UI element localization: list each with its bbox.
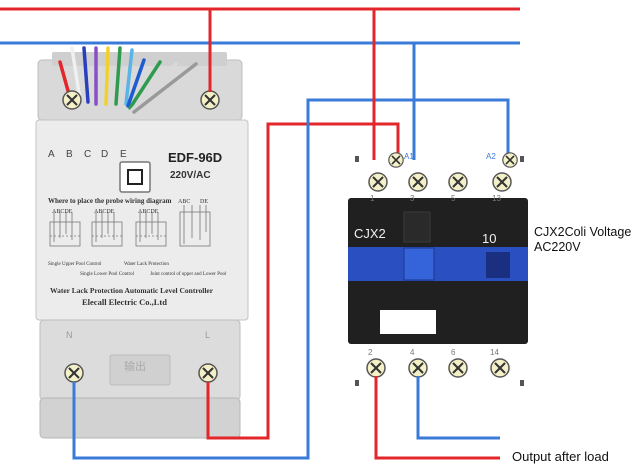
contactor-model: CJX2 — [354, 226, 386, 241]
terminal-number-4: 4 — [410, 348, 415, 357]
probe-heading: Where to place the probe wiring diagram — [48, 197, 172, 205]
controller-neutral-wire — [72, 98, 510, 460]
controller-screw-bottom-l — [198, 363, 218, 383]
mode-single-upper: Single Upper Pool Control — [48, 262, 102, 267]
coil-voltage-label-line1: CJX2Coli Voltage — [534, 225, 632, 239]
controller-screw-top-left — [62, 90, 82, 110]
coil-a1-screw — [388, 152, 405, 168]
terminal-number-1: 1 — [370, 194, 375, 203]
controller-screw-top-right — [200, 90, 220, 110]
output-blue-wire — [416, 376, 500, 440]
coil-a1-label: A1 — [404, 152, 414, 161]
coil-a2-label: A2 — [486, 152, 496, 161]
controller-company: Elecall Electric Co.,Ltd — [82, 297, 167, 307]
contactor-terminal-5 — [448, 172, 468, 192]
terminal-number-6: 6 — [451, 348, 456, 357]
probe-letters-1: ABCDE — [52, 209, 73, 215]
contactor-terminal-6 — [448, 358, 468, 378]
output-after-load-label: Output after load — [512, 449, 609, 464]
probe-letters-5: DE — [200, 199, 208, 205]
controller-title: Water Lack Protection Automatic Level Co… — [50, 286, 214, 295]
terminal-letter-b: B — [66, 149, 73, 160]
contactor-terminal-2 — [366, 358, 386, 378]
output-red-wire — [374, 376, 500, 460]
probe-letters-4: ABC — [178, 199, 191, 205]
controller-output-wire — [206, 122, 400, 440]
controller-output-label: 输出 — [124, 361, 146, 373]
terminal-letter-a: A — [48, 149, 55, 160]
controller-label-l: L — [205, 330, 211, 340]
terminal-letter-e: E — [120, 149, 127, 160]
controller-model: EDF-96D — [168, 150, 223, 165]
coil-voltage-label-line2: AC220V — [534, 240, 581, 254]
level-controller-body — [35, 52, 249, 439]
terminal-number-5: 5 — [451, 194, 456, 203]
contactor-rating: 10 — [482, 231, 497, 246]
mode-joint-control: Joint control of upper and Lower Pool — [150, 272, 227, 277]
contactor-terminal-4 — [408, 358, 428, 378]
probe-letters-2: ABCDE — [94, 209, 115, 215]
terminal-letter-d: D — [101, 149, 109, 160]
probe-letters-3: ABCDE — [138, 209, 159, 215]
terminal-letter-c: C — [84, 149, 92, 160]
mode-single-lower: Single Lower Pool Control — [80, 272, 135, 277]
contactor-terminal-13 — [492, 172, 512, 192]
contactor-terminal-14 — [490, 358, 510, 378]
probe-wire-bundle — [58, 46, 198, 114]
contactor-terminal-3 — [408, 172, 428, 192]
terminal-number-3: 3 — [410, 194, 415, 203]
terminal-number-14: 14 — [490, 348, 499, 357]
controller-screw-bottom-n — [64, 363, 84, 383]
controller-label-n: N — [66, 330, 73, 340]
coil-a2-screw — [502, 152, 519, 168]
terminal-number-2: 2 — [368, 348, 373, 357]
mode-water-lack: Water Lack Protection — [124, 262, 169, 267]
terminal-number-13: 13 — [492, 194, 501, 203]
controller-voltage: 220V/AC — [170, 170, 211, 181]
contactor-terminal-1 — [368, 172, 388, 192]
